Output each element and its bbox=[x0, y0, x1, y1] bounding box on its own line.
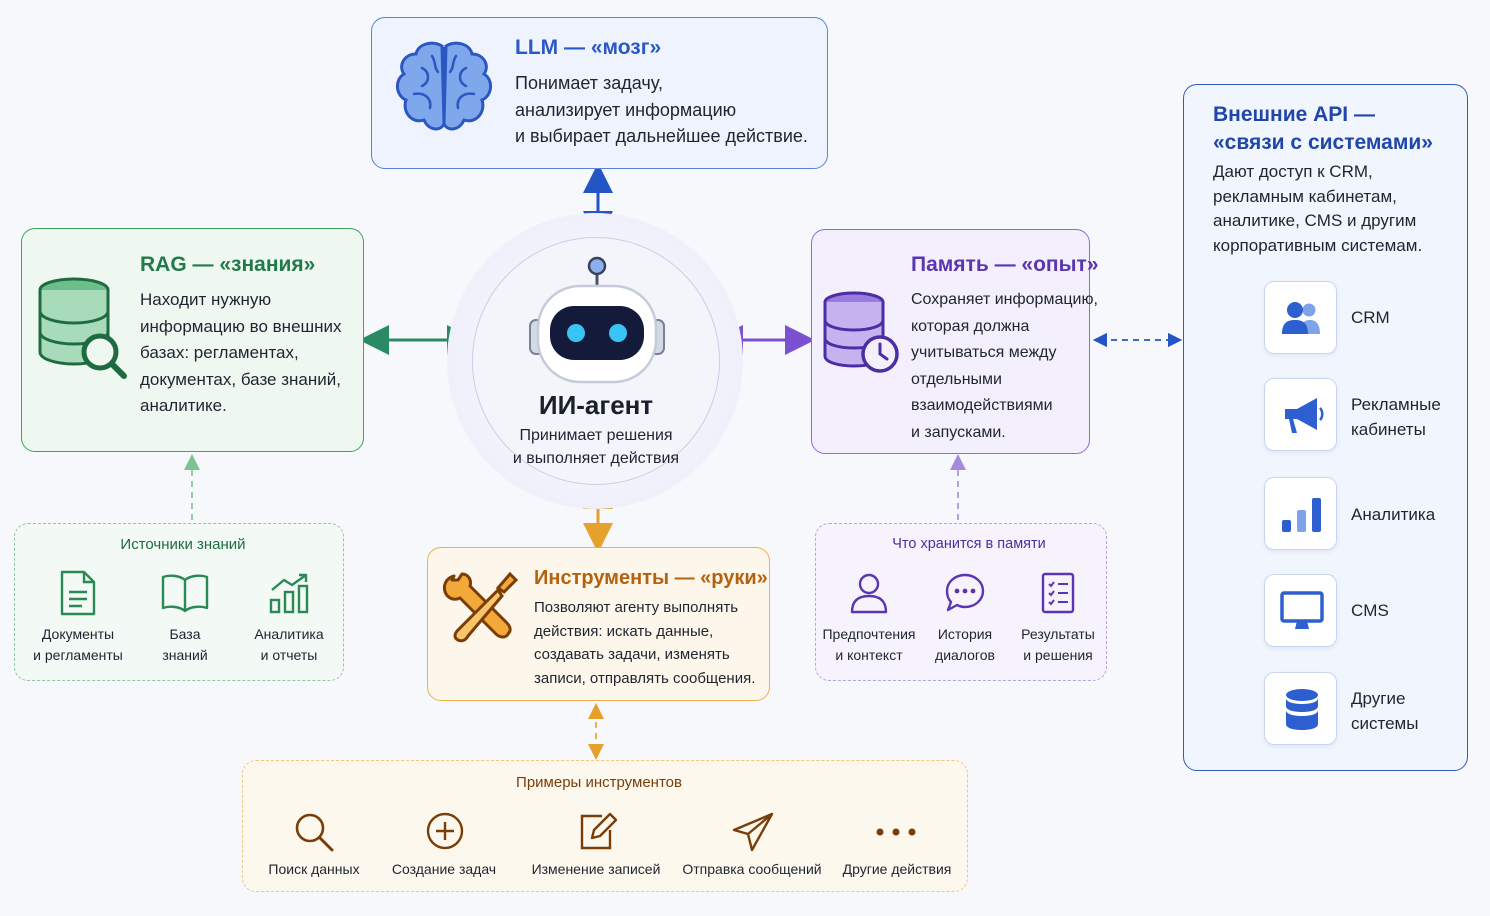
api-text: Дают доступ к CRM, рекламным кабинетам, … bbox=[1213, 162, 1423, 255]
memstore-label-history: История диалогов bbox=[935, 626, 995, 663]
database-clock-icon bbox=[823, 291, 899, 373]
database-icon bbox=[1286, 689, 1318, 730]
api-label-cms: CMS bbox=[1351, 601, 1389, 620]
tools-title: Инструменты — «руки» bbox=[534, 567, 768, 589]
example-label-send: Отправка сообщений bbox=[682, 861, 822, 877]
llm-text: Понимает задачу, анализирует информацию … bbox=[515, 73, 808, 146]
example-label-search: Поиск данных bbox=[268, 861, 360, 877]
chart-icon bbox=[269, 573, 309, 614]
memory-title: Память — «опыт» bbox=[911, 253, 1099, 276]
api-label-analytics: Аналитика bbox=[1351, 505, 1436, 524]
plus-circle-icon bbox=[426, 812, 464, 850]
knowledge-sources-box bbox=[14, 523, 344, 681]
database-search-icon bbox=[38, 277, 127, 379]
megaphone-icon bbox=[1285, 398, 1324, 433]
api-tile-analytics bbox=[1264, 477, 1337, 550]
bar-chart-icon bbox=[1282, 498, 1321, 532]
robot-icon bbox=[529, 256, 665, 384]
tool-examples-box bbox=[242, 760, 968, 892]
memstore-title: Что хранится в памяти bbox=[892, 536, 1046, 552]
api-label-other: Другие системы bbox=[1351, 689, 1419, 733]
sources-title: Источники знаний bbox=[120, 536, 246, 553]
memstore-label-results: Результаты и решения bbox=[1021, 626, 1095, 663]
rag-text: Находит нужную информацию во внешних баз… bbox=[140, 290, 342, 415]
edit-icon bbox=[580, 812, 618, 850]
api-title: Внешние API — «связи с системами» bbox=[1213, 103, 1433, 154]
checklist-icon bbox=[1041, 572, 1075, 614]
api-tile-cms bbox=[1264, 574, 1337, 647]
api-tile-ads bbox=[1264, 378, 1337, 451]
users-icon bbox=[1282, 302, 1320, 334]
api-label-ads: Рекламные кабинеты bbox=[1351, 395, 1441, 439]
api-label-crm: CRM bbox=[1351, 308, 1390, 327]
tools-text: Позволяют агенту выполнять действия: иск… bbox=[534, 599, 756, 687]
book-icon bbox=[161, 574, 209, 613]
source-label-analytics: Аналитика и отчеты bbox=[254, 626, 324, 663]
wrench-screwdriver-icon bbox=[442, 571, 519, 643]
brain-icon bbox=[396, 41, 492, 131]
llm-title: LLM — «мозг» bbox=[515, 36, 662, 59]
memstore-label-prefs: Предпочтения и контекст bbox=[822, 626, 916, 663]
source-label-docs: Документы и регламенты bbox=[33, 626, 123, 663]
monitor-icon bbox=[1280, 591, 1324, 629]
rag-title: RAG — «знания» bbox=[140, 253, 316, 276]
search-icon bbox=[295, 813, 334, 852]
chat-icon bbox=[945, 573, 985, 612]
send-icon bbox=[732, 812, 774, 852]
examples-title: Примеры инструментов bbox=[516, 774, 682, 791]
agent-title: ИИ-агент bbox=[538, 390, 654, 420]
api-tile-crm bbox=[1264, 281, 1337, 354]
example-label-other: Другие действия bbox=[842, 861, 952, 877]
example-label-create: Создание задач bbox=[391, 861, 497, 877]
document-icon bbox=[60, 570, 96, 616]
memory-text: Сохраняет информацию, которая должна учи… bbox=[911, 291, 1098, 441]
agent-subtitle: Принимает решения и выполняет действия bbox=[512, 427, 680, 467]
example-label-edit: Изменение записей bbox=[531, 861, 661, 877]
user-icon bbox=[850, 573, 888, 614]
source-label-kb: База знаний bbox=[162, 626, 208, 663]
api-tile-other bbox=[1264, 672, 1337, 745]
more-icon bbox=[876, 828, 916, 836]
